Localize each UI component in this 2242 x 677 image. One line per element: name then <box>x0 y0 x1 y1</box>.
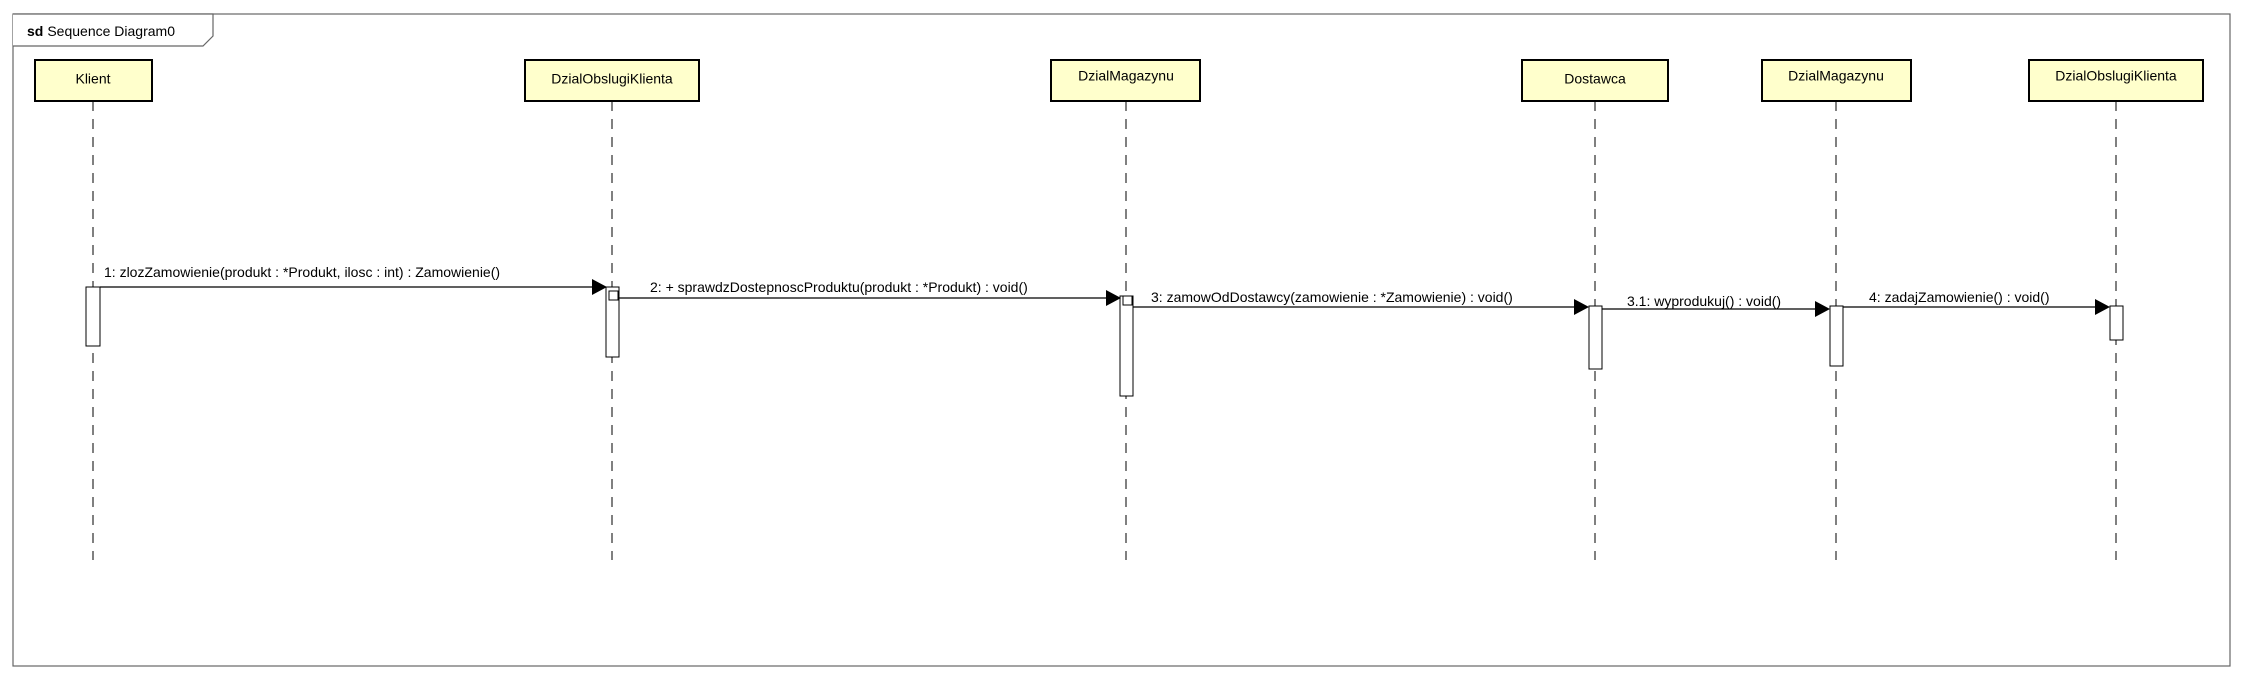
lifeline-head[interactable] <box>1050 59 1201 102</box>
message-label: 3: zamowOdDostawcy(zamowienie : *Zamowie… <box>1151 289 1513 305</box>
message-3-1: 3.1: wyprodukuj() : void() <box>1602 293 1830 317</box>
activation-bar <box>85 286 101 347</box>
message-3: 3: zamowOdDostawcy(zamowienie : *Zamowie… <box>1133 289 1589 315</box>
message-1: 1: zlozZamowienie(produkt : *Produkt, il… <box>100 264 607 295</box>
frame-keyword: sd <box>27 23 43 39</box>
activation-bar <box>1829 305 1844 367</box>
activation-bar-nested <box>1122 295 1133 306</box>
activation-bar-nested <box>608 290 619 301</box>
lifeline-head[interactable] <box>2028 59 2204 102</box>
message-arrowhead <box>592 279 607 295</box>
message-label: 4: zadajZamowienie() : void() <box>1869 289 2050 305</box>
message-label: 3.1: wyprodukuj() : void() <box>1627 293 1781 309</box>
lifeline-dostawca: Dostawca <box>1521 59 1669 560</box>
activation-bar <box>1588 305 1603 370</box>
message-4: 4: zadajZamowienie() : void() <box>1843 289 2110 315</box>
message-label: 2: + sprawdzDostepnoscProduktu(produkt :… <box>650 279 1028 295</box>
message-2: 2: + sprawdzDostepnoscProduktu(produkt :… <box>619 279 1121 306</box>
message-arrowhead <box>1106 290 1121 306</box>
lifeline-dzial-obslugi-klienta: DzialObslugiKlienta <box>524 59 700 560</box>
message-label: 1: zlozZamowienie(produkt : *Produkt, il… <box>104 264 500 280</box>
lifeline-name: Dostawca <box>1564 71 1626 87</box>
lifeline-head[interactable] <box>1761 59 1912 102</box>
lifeline-dzial-magazynu: DzialMagazynu <box>1050 59 1201 560</box>
message-arrowhead <box>1574 299 1589 315</box>
activation-bar <box>1119 295 1134 397</box>
lifeline-head[interactable] <box>34 59 153 102</box>
lifeline-dzial-magazynu-2: DzialMagazynu <box>1761 59 1912 560</box>
frame-name-tab <box>13 13 214 47</box>
lifeline-head[interactable] <box>524 59 700 102</box>
lifeline-name: DzialMagazynu <box>1078 68 1174 84</box>
lifeline-head[interactable] <box>1521 59 1669 102</box>
activation-bar <box>605 286 620 358</box>
lifeline-name: DzialObslugiKlienta <box>2055 68 2177 84</box>
lifeline-dzial-obslugi-klienta-2: DzialObslugiKlienta <box>2028 59 2204 560</box>
frame-name: Sequence Diagram0 <box>47 23 175 39</box>
lifeline-name: DzialMagazynu <box>1788 68 1884 84</box>
activation-bar <box>2109 305 2124 341</box>
message-arrowhead <box>2095 299 2110 315</box>
lifeline-name: Klient <box>75 71 110 87</box>
lifeline-klient: Klient <box>34 59 153 560</box>
lifeline-name: DzialObslugiKlienta <box>551 71 673 87</box>
diagram-frame <box>12 13 2231 667</box>
message-arrowhead <box>1815 301 1830 317</box>
